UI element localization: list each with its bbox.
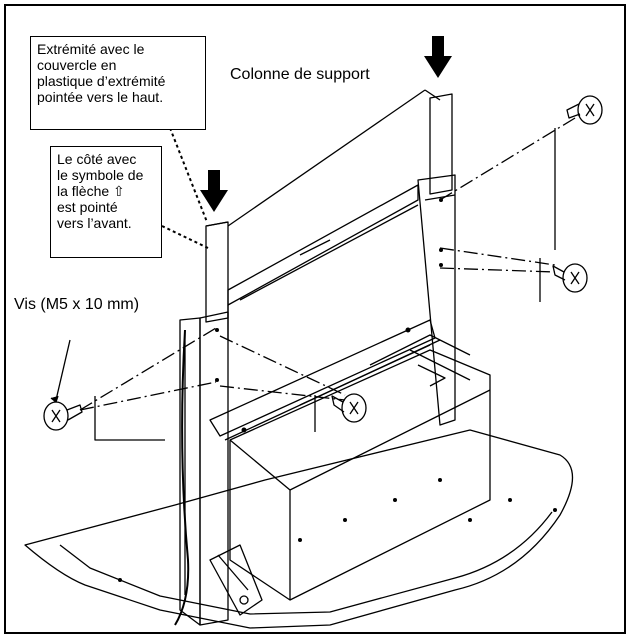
callout-arrow-side: Le côté avec le symbole de la flèche ⇧ e… [50, 146, 162, 258]
callout-line: Le côté avec [57, 151, 137, 167]
screw-center [331, 393, 367, 423]
down-arrow-left [200, 170, 228, 212]
back-frame [417, 174, 456, 426]
support-column-label: Colonne de support [230, 66, 370, 83]
callout-top-cover: Extrémité avec le couvercle en plastique… [30, 36, 206, 130]
base-plate [24, 429, 573, 629]
callout-line: Extrémité avec le [37, 41, 145, 57]
callout-line: est pointé [57, 199, 118, 215]
screw-right [552, 263, 588, 293]
main-box [229, 349, 491, 601]
screws-label: Vis (M5 x 10 mm) [14, 296, 140, 313]
callout-line: couvercle en [37, 57, 117, 73]
down-arrow-right [424, 36, 452, 78]
support-column-right [429, 93, 453, 195]
callout-line: pointée vers le haut. [37, 89, 164, 105]
screw-left [43, 401, 83, 431]
callout-line: plastique d’extrémité [37, 73, 166, 89]
callout-line: vers l’avant. [57, 215, 132, 231]
callout-line: la flèche ⇧ [57, 183, 125, 199]
support-column-left [205, 221, 229, 323]
left-front-post [199, 311, 229, 626]
base-plate-edge [59, 511, 553, 615]
callout-line: le symbole de [57, 167, 144, 183]
screw-top-right [566, 95, 603, 125]
